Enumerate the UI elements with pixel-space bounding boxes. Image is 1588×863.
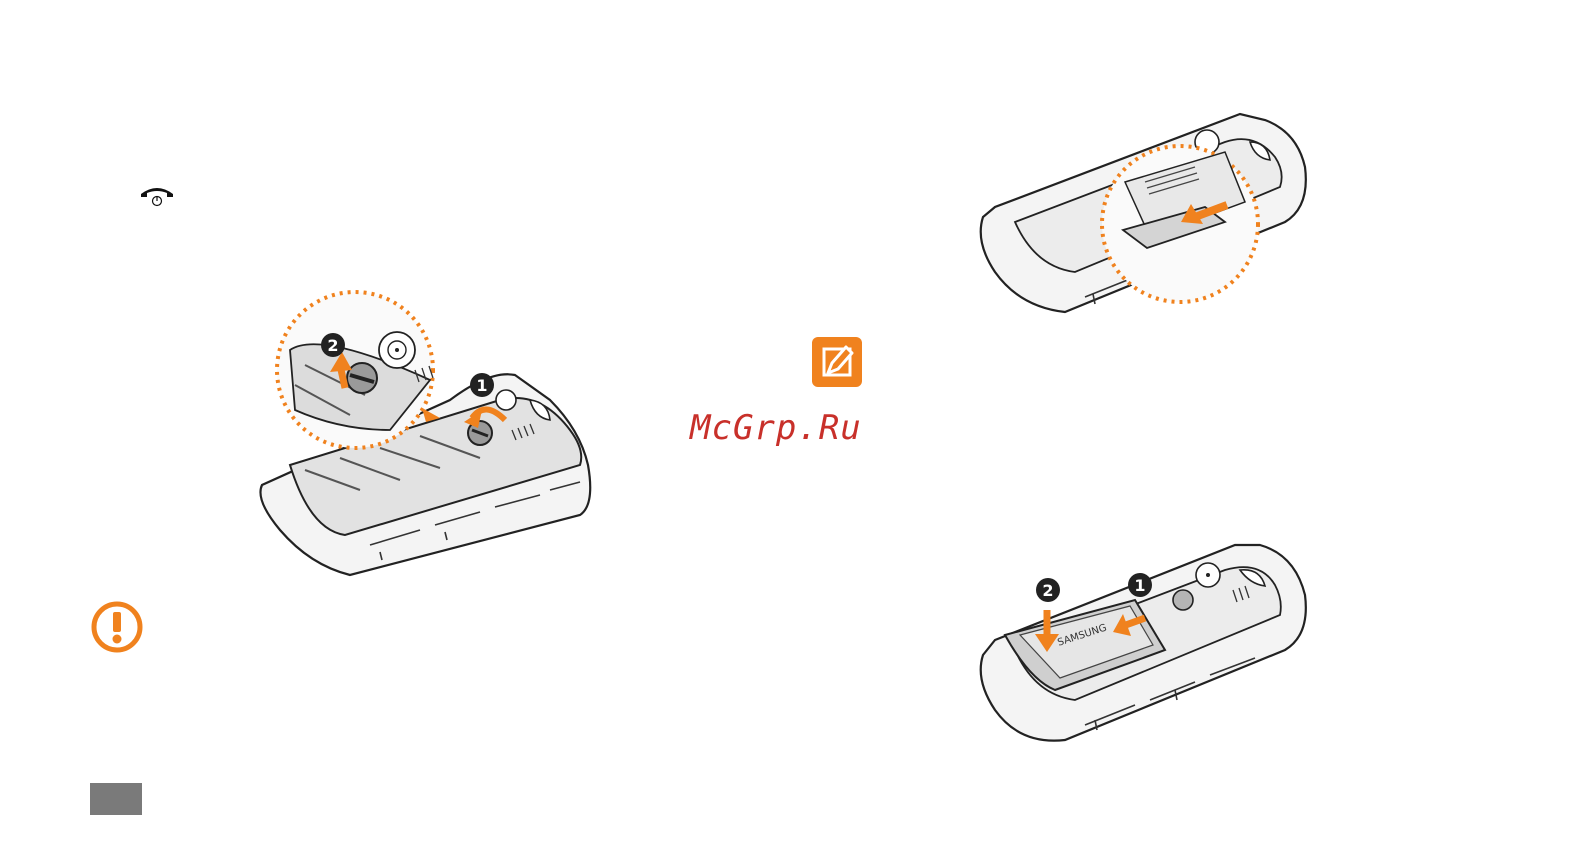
sim-card-insertion-figure (975, 112, 1320, 317)
battery-insertion-figure: SAMSUNG 2 1 (975, 540, 1320, 745)
svg-text:1: 1 (1134, 576, 1145, 595)
end-call-power-key-icon (137, 184, 177, 208)
svg-text:2: 2 (1042, 581, 1053, 600)
battery-cover-removal-figure: 2 1 (250, 290, 600, 590)
caution-exclamation-icon (90, 600, 144, 654)
page-number-tab (90, 783, 142, 815)
step-number-1-icon: 1 (1128, 573, 1152, 597)
note-pencil-icon (810, 335, 864, 389)
watermark-text: McGrp.Ru (690, 408, 900, 452)
step-number-2-icon: 2 (1036, 578, 1060, 602)
svg-text:1: 1 (476, 376, 487, 395)
step-number-2-icon: 2 (321, 333, 345, 357)
step-number-1-icon: 1 (470, 373, 494, 397)
svg-text:2: 2 (327, 336, 338, 355)
